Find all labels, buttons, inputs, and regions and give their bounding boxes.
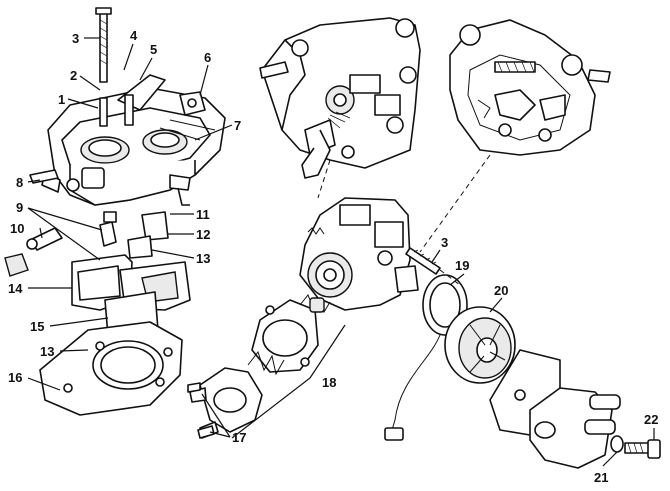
callout-7: 7 xyxy=(234,118,241,133)
callout-22: 22 xyxy=(644,412,658,427)
diaphragm-assembly xyxy=(187,294,331,439)
callout-11: 11 xyxy=(196,207,210,222)
callout-3: 3 xyxy=(72,31,79,46)
callout-12: 12 xyxy=(196,227,210,242)
lower-left-parts xyxy=(4,211,191,416)
callout-6: 6 xyxy=(204,50,211,65)
callout-16: 16 xyxy=(8,370,22,385)
callout-4: 4 xyxy=(130,28,138,43)
pump-housing xyxy=(299,197,441,311)
callout-17: 17 xyxy=(232,430,246,445)
callout-10: 10 xyxy=(10,221,24,236)
callout-1: 1 xyxy=(58,92,65,107)
callout-18: 18 xyxy=(322,375,336,390)
callout-15: 15 xyxy=(30,319,44,334)
callout-8: 8 xyxy=(16,175,23,190)
callout-labels: 3 2 1 4 5 6 7 8 9 10 11 12 13 14 15 13 1… xyxy=(8,28,658,485)
callout-5: 5 xyxy=(150,42,157,57)
callout-13-bottom: 13 xyxy=(40,344,54,359)
alignment-lines xyxy=(317,154,491,286)
callout-13-top: 13 xyxy=(196,251,210,266)
callout-3-center: 3 xyxy=(441,235,448,250)
callout-19: 19 xyxy=(455,258,469,273)
right-carburetor-view xyxy=(449,19,611,156)
callout-21: 21 xyxy=(594,470,608,485)
choke-assembly xyxy=(384,274,661,469)
carburetor-body xyxy=(29,7,226,206)
center-carburetor-view xyxy=(259,17,421,179)
callout-14: 14 xyxy=(8,281,23,296)
leader-lines xyxy=(27,37,655,467)
callout-9: 9 xyxy=(16,200,23,215)
callout-2: 2 xyxy=(70,68,77,83)
callout-20: 20 xyxy=(494,283,508,298)
